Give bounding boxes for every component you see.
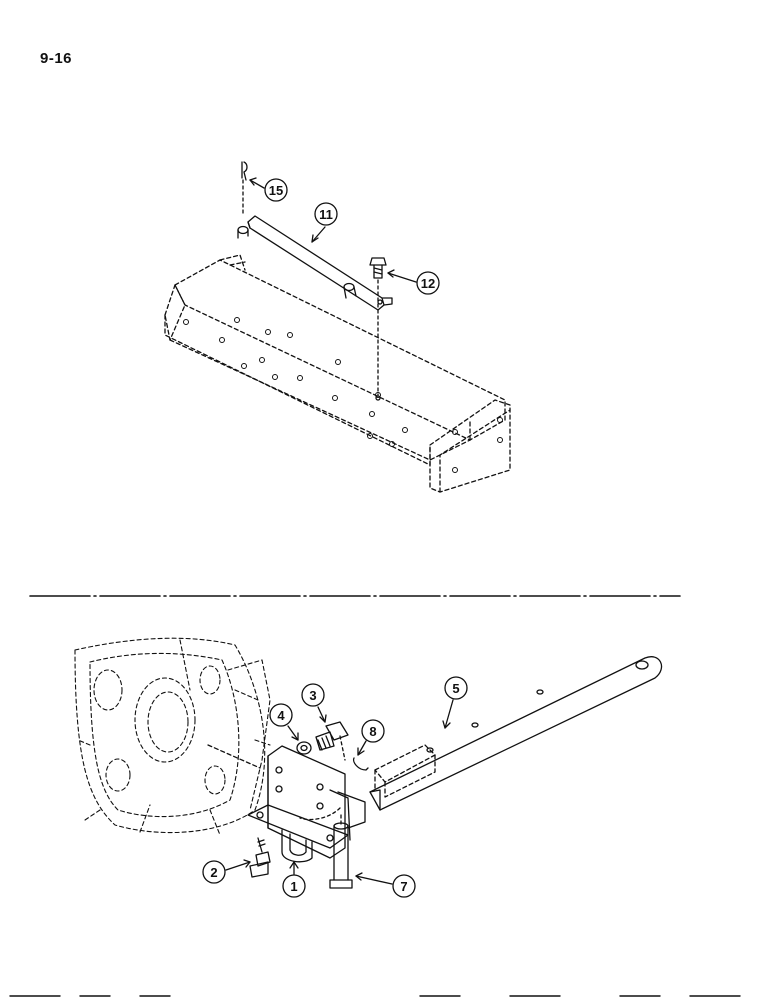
mounting-beam — [164, 254, 506, 466]
beam-holes — [183, 317, 503, 473]
callout-11: 11 — [319, 207, 333, 222]
callout-circle-15 — [264, 178, 288, 202]
bolt-part-12 — [369, 257, 387, 401]
drawbar-part-5 — [369, 656, 663, 811]
top-assembly — [164, 161, 511, 493]
bottom-assembly — [74, 637, 663, 889]
beam-end-plate — [429, 399, 511, 493]
callout-3: 3 — [309, 688, 316, 703]
bolt-part-3 — [315, 721, 349, 761]
callout-15: 15 — [269, 183, 283, 198]
flywheel-housing — [74, 637, 271, 836]
callout-circle-4 — [269, 703, 293, 727]
callout-circle-7 — [392, 874, 416, 898]
callout-circle-1 — [282, 874, 306, 898]
alignment-line — [207, 744, 261, 769]
pin-part-7 — [329, 814, 353, 889]
callout-4: 4 — [277, 708, 285, 723]
bottom-callouts: 5 3 4 8 2 1 7 — [202, 676, 468, 898]
callout-circle-12 — [416, 271, 440, 295]
top-callouts: 15 11 12 — [249, 177, 440, 295]
callout-1: 1 — [290, 879, 297, 894]
cotter-pin-part-15 — [241, 161, 248, 216]
bracket-part-1 — [247, 745, 366, 863]
callout-circle-3 — [301, 683, 325, 707]
bolt-part-2 — [249, 837, 271, 878]
callout-7: 7 — [400, 879, 407, 894]
washer-part-4 — [296, 741, 312, 755]
callout-circle-8 — [361, 719, 385, 743]
callout-12: 12 — [421, 276, 435, 291]
callout-circle-5 — [444, 676, 468, 700]
callout-5: 5 — [452, 681, 459, 696]
callout-circle-2 — [202, 860, 226, 884]
page-number: 9-16 — [40, 50, 73, 67]
callout-2: 2 — [210, 865, 217, 880]
bar-part-11 — [237, 215, 393, 311]
callout-circle-11 — [314, 202, 338, 226]
clip-part-8 — [352, 757, 369, 771]
callout-8: 8 — [369, 724, 376, 739]
